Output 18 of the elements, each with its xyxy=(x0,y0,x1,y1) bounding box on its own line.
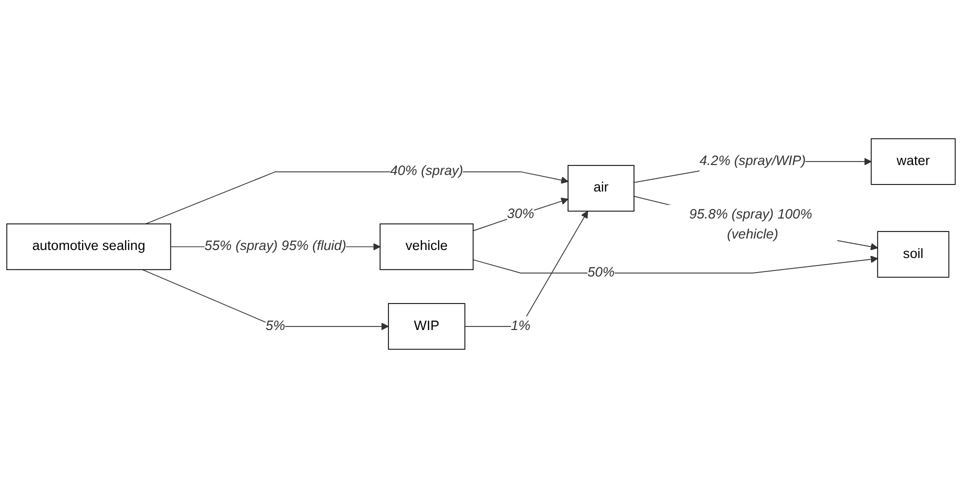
arrow xyxy=(472,198,568,232)
node-box xyxy=(380,223,474,270)
node-box xyxy=(870,138,956,185)
edge-label: 4.2% (spray/WIP) xyxy=(699,154,806,168)
arrow xyxy=(464,210,588,327)
edge-label: 30% xyxy=(507,206,534,222)
edge-label: 1% xyxy=(510,318,530,334)
node-box xyxy=(877,231,950,278)
edge-label: 55% (spray) 95% (fluid) xyxy=(204,239,346,254)
edge-label: 5% xyxy=(266,318,286,334)
arrow xyxy=(472,256,878,274)
edge-label: 95.8% (spray) 100% (vehicle) xyxy=(689,207,812,242)
node-box xyxy=(388,303,466,350)
node-box xyxy=(6,223,172,270)
arrow xyxy=(142,269,389,330)
edge-label: 50% xyxy=(587,265,615,280)
edge-label: 40% (spray) xyxy=(390,164,464,179)
node-box xyxy=(568,164,634,212)
